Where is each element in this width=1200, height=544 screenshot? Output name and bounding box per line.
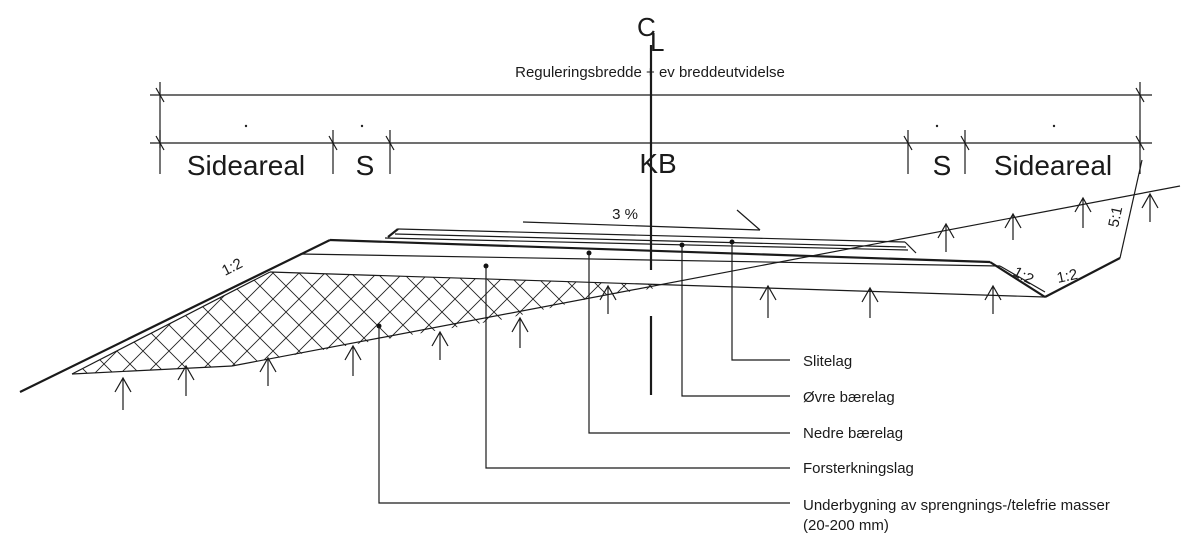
slope-right-cut: 5:1 bbox=[1105, 205, 1126, 229]
centerline: C L bbox=[637, 12, 664, 395]
substructure-hatch bbox=[72, 272, 678, 374]
label-lower-base: Nedre bærelag bbox=[803, 425, 903, 442]
crossfall-label: 3 % bbox=[612, 206, 638, 223]
label-substructure-line1: Underbygning av sprengnings-/telefrie ma… bbox=[803, 497, 1110, 514]
zone-left-s: S bbox=[356, 150, 375, 181]
slope-right-ditch-outer: 1:2 bbox=[1055, 266, 1079, 287]
ground-symbols bbox=[114, 192, 1159, 410]
centerline-c: C bbox=[637, 12, 656, 42]
centerline-l: L bbox=[650, 27, 664, 57]
crossfall-indicator: 3 % bbox=[522, 206, 761, 231]
regulation-width-dimension: Reguleringsbredde + ev breddeutvidelse bbox=[150, 64, 1152, 148]
zone-left-sideareal: Sideareal bbox=[187, 150, 305, 181]
zone-right-sideareal: Sideareal bbox=[994, 150, 1112, 181]
label-wearing-course: Slitelag bbox=[803, 353, 852, 370]
label-upper-base: Øvre bærelag bbox=[803, 389, 895, 406]
zone-kb: KB bbox=[639, 148, 676, 179]
layer-leaders bbox=[376, 239, 790, 504]
slope-left-embankment: 1:2 bbox=[219, 255, 245, 280]
regulation-width-label: Reguleringsbredde + ev breddeutvidelse bbox=[515, 64, 785, 81]
label-subbase: Forsterkningslag bbox=[803, 460, 914, 477]
road-layers bbox=[19, 159, 1181, 393]
label-substructure-line2: (20-200 mm) bbox=[803, 517, 889, 534]
zone-dimension-line: Sideareal S KB S Sideareal bbox=[150, 124, 1152, 181]
zone-right-s: S bbox=[933, 150, 952, 181]
